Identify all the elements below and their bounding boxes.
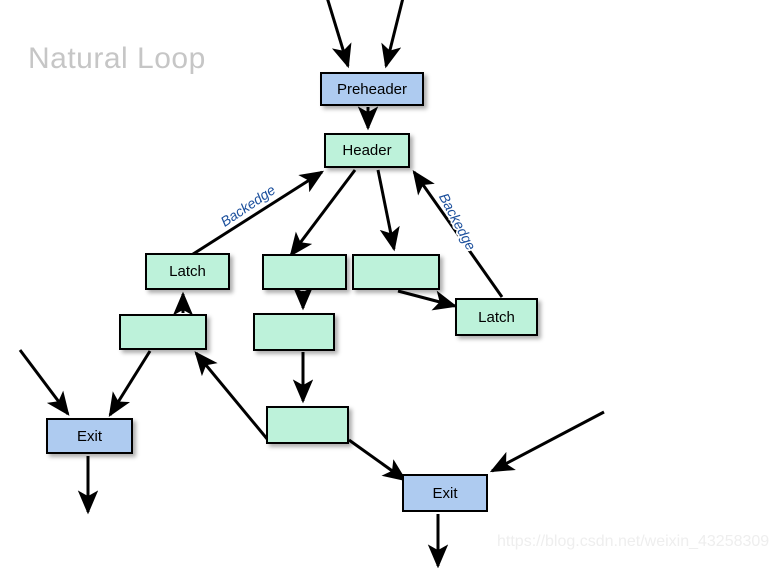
node-body-join[interactable] (266, 406, 349, 444)
node-body-mid2[interactable] (352, 254, 440, 290)
node-body-mid1[interactable] (262, 254, 347, 290)
edge-backedge-left (189, 170, 325, 258)
page-title: Natural Loop (28, 42, 206, 75)
edge-entry-exitleft (18, 349, 70, 416)
node-latch-right[interactable]: Latch (455, 298, 538, 336)
edge-header-bodyleft (289, 169, 357, 257)
node-exit-right[interactable]: Exit (402, 474, 488, 512)
edge-backedge-right (412, 170, 504, 298)
node-body-left[interactable] (119, 314, 207, 350)
node-label-header: Header (342, 142, 392, 159)
node-label-latch-right: Latch (478, 308, 515, 326)
node-header[interactable]: Header (324, 133, 410, 168)
node-preheader[interactable]: Preheader (320, 72, 424, 106)
edge-entry-1 (326, 0, 352, 69)
node-label-exit-left: Exit (76, 427, 102, 445)
edge-bodymid2-latchright (397, 289, 458, 311)
edge-entry-2 (381, 0, 405, 69)
watermark: https://blog.csdn.net/weixin_43258309 (497, 533, 770, 550)
node-exit-left[interactable]: Exit (46, 418, 133, 454)
edge-join-bodyleft (194, 351, 270, 441)
node-label-exit-right: Exit (432, 484, 458, 502)
edge-entry-exitright (489, 410, 605, 473)
node-label-preheader: Preheader (336, 80, 408, 98)
node-body-mid3[interactable] (253, 313, 335, 351)
node-label-latch-left: Latch (169, 263, 206, 280)
edge-join-exitright (348, 438, 407, 482)
edge-header-bodymid (376, 169, 400, 252)
node-latch-left[interactable]: Latch (145, 253, 230, 290)
edge-bodyleft-exitleft (108, 350, 152, 418)
